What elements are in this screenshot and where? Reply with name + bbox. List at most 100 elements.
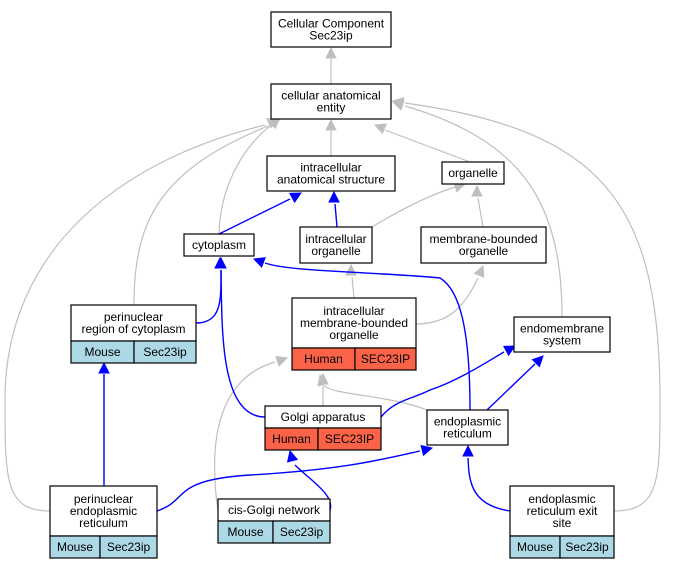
gene-tag-box <box>354 347 417 371</box>
node-box <box>291 297 417 349</box>
node-box <box>513 316 611 353</box>
node-label: endoplasmic <box>434 415 501 429</box>
part-of-edge <box>486 363 536 411</box>
node-label: system <box>543 334 581 348</box>
node-cytoplasm[interactable]: cytoplasm <box>183 233 255 257</box>
edge-arrowhead <box>252 257 266 269</box>
edge-arrowhead <box>325 118 337 131</box>
node-box <box>49 485 158 537</box>
part-of-edge <box>220 269 266 418</box>
edge-arrowhead <box>328 190 340 203</box>
edge-arrowhead <box>391 96 405 109</box>
node-box <box>509 485 615 537</box>
gene-tag: Sec23ip <box>280 525 324 539</box>
edge-arrowhead <box>275 355 289 367</box>
is-a-edge <box>218 125 271 235</box>
node-label: reticulum <box>79 516 128 530</box>
node-label: endoplasmic <box>70 504 137 518</box>
node-label: intracellular <box>305 232 366 246</box>
node-label: anatomical structure <box>277 173 385 187</box>
edge-arrowhead <box>473 264 485 278</box>
node-label: endoplasmic <box>528 492 595 506</box>
is-a-edge <box>415 277 479 325</box>
gene-tag: Sec23ip <box>565 540 609 554</box>
node-label: organelle <box>459 244 509 258</box>
gene-tag-box <box>133 340 197 364</box>
species-tag: Mouse <box>227 525 263 539</box>
part-of-edge <box>264 262 471 411</box>
part-of-edge <box>156 450 421 512</box>
node-box <box>266 155 396 192</box>
is-a-edge <box>384 129 471 163</box>
node-label: Sec23ip <box>309 29 353 43</box>
node-box <box>299 226 373 264</box>
edge-arrowhead <box>471 184 483 197</box>
node-organelle[interactable]: organelle <box>441 161 505 185</box>
edge-arrowhead <box>317 373 329 387</box>
gene-tag: Sec23ip <box>107 540 151 554</box>
node-label: entity <box>317 101 346 115</box>
edge-arrowhead <box>98 361 110 374</box>
is-a-edge <box>133 125 269 306</box>
node-box <box>441 161 505 185</box>
node-label: perinuclear <box>74 492 133 506</box>
edge-arrowhead <box>462 444 474 457</box>
node-box <box>420 226 547 264</box>
node-label: region of cytoplasm <box>81 322 185 336</box>
node-label: cellular anatomical <box>281 89 380 103</box>
edge-arrowhead <box>286 449 299 463</box>
is-a-edge <box>477 197 484 228</box>
is-a-edge <box>214 361 276 512</box>
edge-arrowhead <box>373 123 387 135</box>
edge-arrowhead <box>214 256 226 269</box>
is-a-edge <box>404 102 661 512</box>
node-label: organelle <box>329 328 379 342</box>
node-label: reticulum <box>443 427 492 441</box>
node-label: endomembrane <box>520 322 604 336</box>
node-label: Cellular Component <box>278 17 385 31</box>
node-label: cis-Golgi network <box>228 503 321 517</box>
node-box <box>426 409 509 446</box>
is-a-edge <box>404 105 563 318</box>
node-label: cytoplasm <box>192 238 246 252</box>
node-label: membrane-bounded <box>300 316 408 330</box>
is-a-edge <box>371 186 456 228</box>
node-label: membrane-bounded <box>429 232 537 246</box>
node-label: reticulum exit <box>527 504 598 518</box>
node-label: organelle <box>448 166 498 180</box>
node-box <box>270 11 392 48</box>
species-tag: Mouse <box>517 540 553 554</box>
gene-tag-box <box>559 535 615 559</box>
gene-tag: SEC23IP <box>325 432 374 446</box>
node-box <box>70 304 197 342</box>
edge-arrowhead <box>420 444 434 457</box>
gene-tag-box <box>317 427 382 451</box>
species-tag: Human <box>304 352 343 366</box>
edge-arrowhead <box>345 263 357 276</box>
part-of-edge <box>467 457 511 512</box>
species-tag: Human <box>272 432 311 446</box>
part-of-edge <box>334 203 338 228</box>
node-label: intracellular <box>300 161 361 175</box>
edge-arrowhead <box>531 355 544 368</box>
node-box <box>183 233 255 257</box>
node-imbo[interactable]: intracellularmembrane-boundedorganelleHu… <box>291 297 417 371</box>
is-a-edge <box>4 124 266 512</box>
edge-arrowhead <box>289 192 302 204</box>
species-tag: Mouse <box>57 540 93 554</box>
edge-arrowhead <box>325 46 337 59</box>
node-box <box>270 83 392 120</box>
